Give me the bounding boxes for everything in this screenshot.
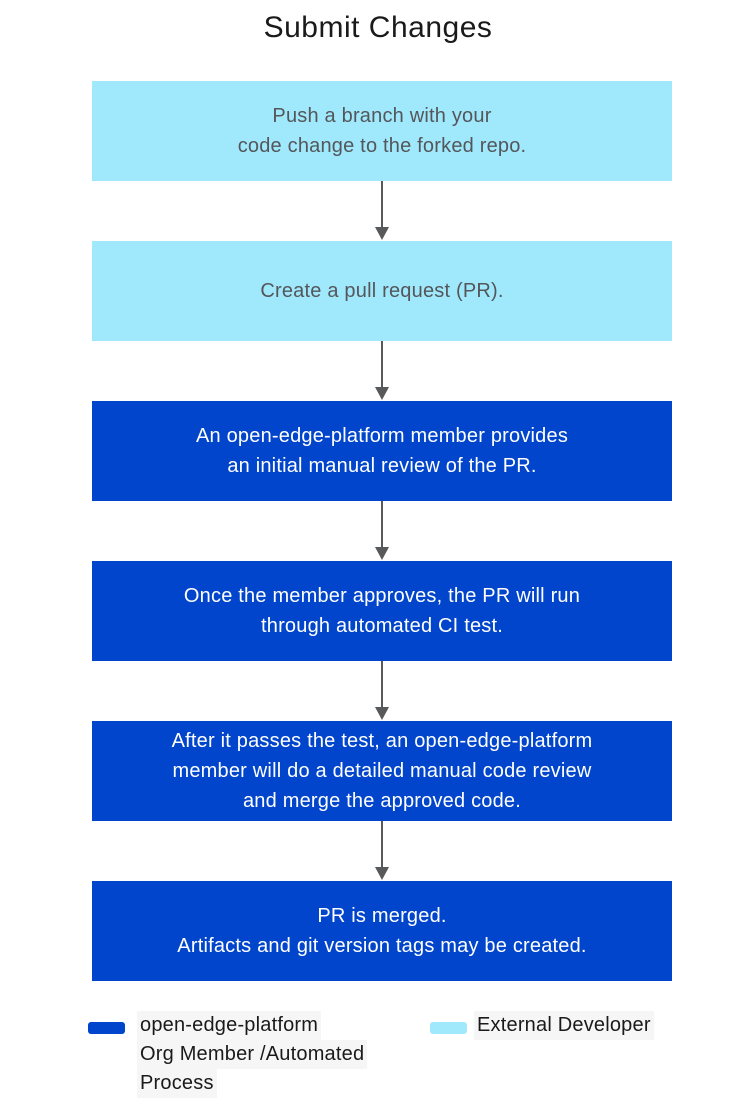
flow-step-line: code change to the forked repo. <box>237 135 527 157</box>
flow-step-initial-review: An open-edge-platform member provides an… <box>92 401 672 501</box>
arrow-down-icon <box>374 181 390 241</box>
flow-step-create-pr: Create a pull request (PR). <box>92 241 672 341</box>
flow-step-line: PR is merged. <box>317 905 447 927</box>
flow-step-ci-test: Once the member approves, the PR will ru… <box>92 561 672 661</box>
flow-step-line: an initial manual review of the PR. <box>227 455 537 477</box>
flow-step-line: Create a pull request (PR). <box>260 280 504 302</box>
flow-step-line: and merge the approved code. <box>242 790 521 812</box>
legend-label-org-member: open-edge-platform Org Member /Automated… <box>137 1011 368 1098</box>
legend-swatch-external-developer <box>430 1022 467 1034</box>
arrow-down-icon <box>374 661 390 721</box>
flow-step-line: After it passes the test, an open-edge-p… <box>171 730 593 752</box>
legend-label-line: open-edge-platform <box>137 1011 322 1040</box>
legend-label-line: Org Member /Automated <box>137 1040 368 1069</box>
legend-label-external-developer: External Developer <box>474 1011 654 1040</box>
diagram-title: Submit Changes <box>263 11 493 44</box>
arrow-down-icon <box>374 821 390 881</box>
flow-step-push-branch: Push a branch with your code change to t… <box>92 81 672 181</box>
arrow-down-icon <box>374 341 390 401</box>
legend-label-line: Process <box>137 1069 217 1098</box>
arrow-down-icon <box>374 501 390 561</box>
legend-swatch-org-member <box>88 1022 125 1034</box>
flow-step-line: Artifacts and git version tags may be cr… <box>177 935 587 957</box>
flow-step-line: through automated CI test. <box>260 615 503 637</box>
flow-step-line: Once the member approves, the PR will ru… <box>183 585 581 607</box>
legend-label-line: External Developer <box>474 1011 654 1040</box>
flow-step-line: An open-edge-platform member provides <box>195 425 569 447</box>
flow-step-line: member will do a detailed manual code re… <box>172 760 592 782</box>
flow-step-pr-merged: PR is merged. Artifacts and git version … <box>92 881 672 981</box>
flow-step-detailed-review-merge: After it passes the test, an open-edge-p… <box>92 721 672 821</box>
flow-step-line: Push a branch with your <box>272 105 492 127</box>
flowchart: Push a branch with your code change to t… <box>92 81 672 981</box>
